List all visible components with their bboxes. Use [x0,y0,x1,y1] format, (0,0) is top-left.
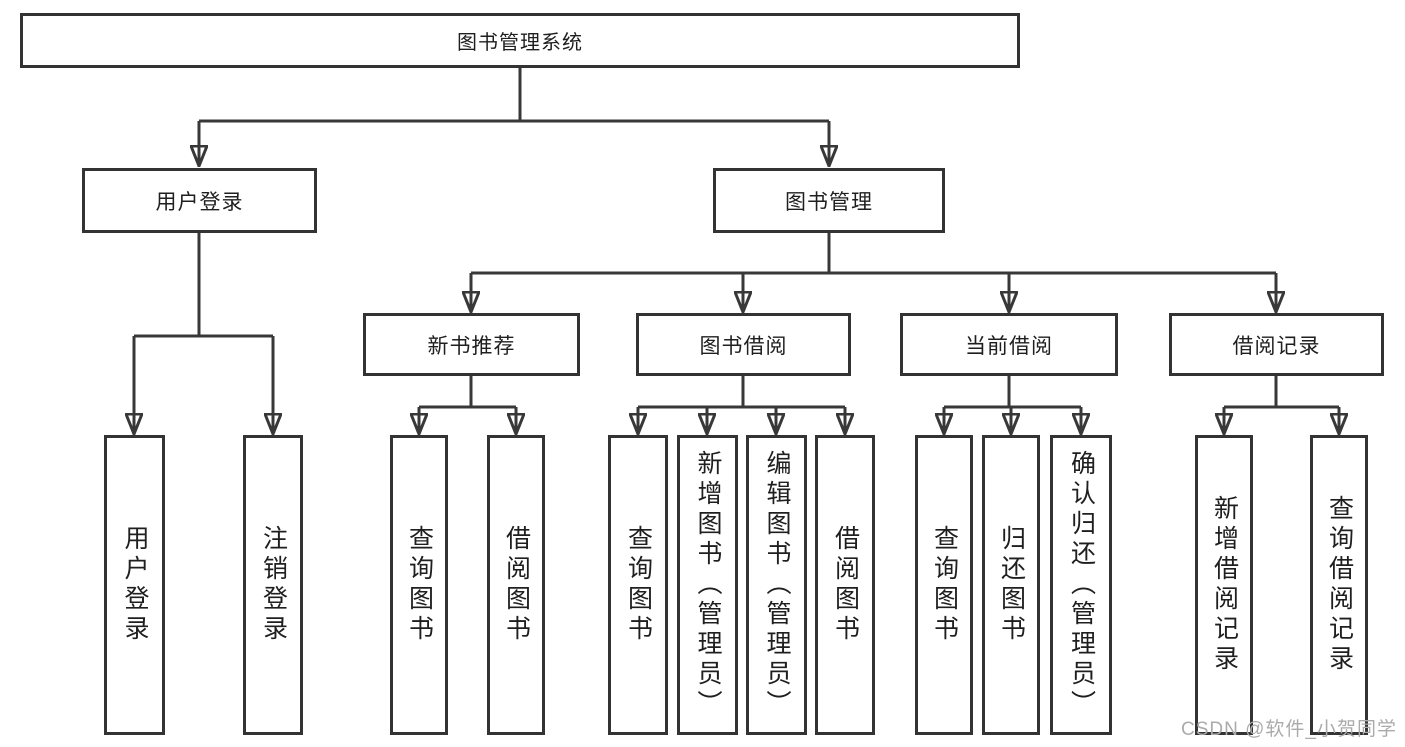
node-label: 查询图书 [624,525,653,645]
node-current-borrowing: 当前借阅 [900,313,1118,376]
leaf-edit-book-admin: 编辑图书（管理员） [746,435,807,735]
leaf-return-books: 归还图书 [982,435,1040,735]
leaf-add-book-admin: 新增图书（管理员） [677,435,738,735]
connector-user-login-spine [134,233,273,338]
node-label: 用户登录 [155,190,244,214]
csdn-watermark: CSDN @软件_小贺同学 [1181,719,1397,740]
node-label: 查询图书 [405,525,434,645]
node-label: 图书借阅 [699,334,788,358]
node-label: 图书管理系统 [457,32,583,54]
node-label: 新增图书（管理员） [694,450,722,720]
node-book-management: 图书管理 [713,168,945,233]
leaf-query-books-recommend: 查询图书 [390,435,448,735]
node-label: 新书推荐 [427,334,516,358]
node-label: 查询图书 [930,525,959,645]
node-book-borrowing: 图书借阅 [636,313,851,376]
leaf-add-borrow-record: 新增借阅记录 [1195,435,1253,735]
leaf-confirm-return-admin: 确认归还（管理员） [1050,435,1112,735]
node-label: 编辑图书（管理员） [763,450,791,720]
leaf-borrow-books-recommend: 借阅图书 [487,435,545,735]
node-label: 图书管理 [785,190,873,214]
connector-book-borrowing-spine [638,376,845,409]
connector-root-spine [199,68,829,123]
node-label: 新增借阅记录 [1210,495,1239,675]
node-library-management-system: 图书管理系统 [20,13,1020,68]
node-borrow-records: 借阅记录 [1169,313,1384,376]
node-label: 借阅图书 [502,525,531,645]
connector-book-management-spine [471,233,1276,275]
leaf-query-books-borrowing: 查询图书 [608,435,668,735]
node-label: 借阅图书 [831,525,860,645]
node-new-book-recommend: 新书推荐 [363,313,580,376]
node-label: 归还图书 [997,525,1026,645]
leaf-query-books-current: 查询图书 [915,435,973,735]
leaf-logout: 注销登录 [243,435,303,735]
leaf-borrow-books-borrowing: 借阅图书 [815,435,875,735]
leaf-query-borrow-record: 查询借阅记录 [1310,435,1368,735]
node-label: 确认归还（管理员） [1067,450,1096,720]
node-user-login: 用户登录 [82,168,317,233]
connector-new-book-spine [419,376,516,409]
connector-borrow-records-spine [1224,376,1339,409]
connector-current-borrowing-spine [944,376,1081,409]
node-label: 借阅记录 [1232,334,1321,358]
leaf-user-login: 用户登录 [104,435,165,735]
node-label: 用户登录 [121,525,149,645]
node-label: 注销登录 [259,525,288,645]
node-label: 当前借阅 [965,334,1053,358]
node-label: 查询借阅记录 [1325,495,1354,675]
